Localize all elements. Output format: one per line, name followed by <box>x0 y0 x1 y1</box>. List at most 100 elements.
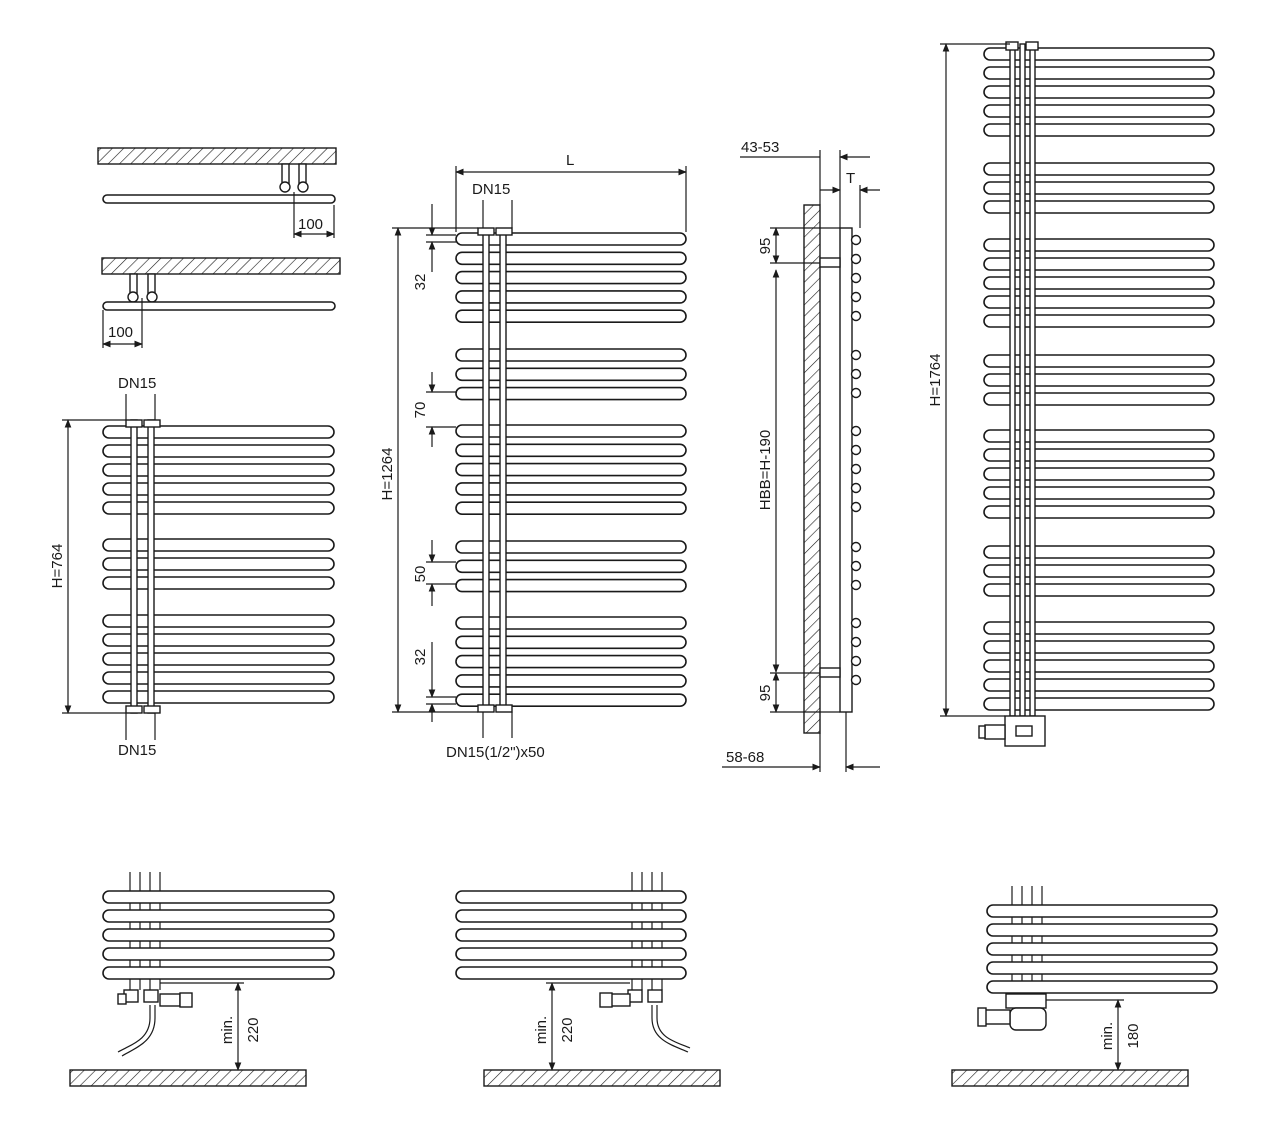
radiator-tube <box>983 47 1215 61</box>
tube-section <box>850 234 862 246</box>
tube-section <box>850 541 862 553</box>
radiator-tube <box>983 257 1215 271</box>
total-depth-label: 58-68 <box>726 749 764 766</box>
radiator-tube <box>455 559 687 574</box>
tube-section <box>850 482 862 494</box>
radiator-tube <box>455 251 687 266</box>
tube-section <box>850 444 862 456</box>
floor-hatch <box>951 1069 1189 1087</box>
radiator-tube <box>102 928 335 942</box>
radiator-tube <box>983 429 1215 443</box>
depth-label: T <box>846 170 855 187</box>
radiator-tube <box>983 486 1215 500</box>
clearance-label: 220 <box>245 1017 262 1042</box>
radiator-tube <box>983 467 1215 481</box>
radiator-tube <box>986 923 1218 937</box>
tube-section <box>850 579 862 591</box>
wall-hatch <box>803 204 821 734</box>
radiator-tube <box>102 482 335 496</box>
radiator-tube <box>983 373 1215 387</box>
radiator-tube <box>455 424 687 438</box>
radiator-tube <box>986 904 1218 918</box>
tube-section <box>850 387 862 399</box>
radiator-tube <box>102 633 335 647</box>
radiator-tube <box>983 621 1215 635</box>
tube-section <box>850 272 862 284</box>
radiator-tube <box>102 909 335 923</box>
offset-label: 100 <box>298 216 323 233</box>
radiator-tube <box>983 314 1215 328</box>
radiator-tube <box>455 928 687 942</box>
radiator-tube <box>102 444 335 458</box>
floor-hatch <box>69 1069 307 1087</box>
radiator-tube <box>455 578 687 593</box>
tube-section <box>850 463 862 475</box>
radiator-tube <box>983 697 1215 711</box>
tube-section <box>850 636 862 648</box>
radiator-tube <box>102 947 335 961</box>
radiator-tube <box>986 980 1218 994</box>
radiator-tube <box>983 276 1215 290</box>
tube-section <box>850 291 862 303</box>
radiator-tube <box>983 448 1215 462</box>
radiator-tube <box>983 545 1215 559</box>
tube-section <box>850 425 862 437</box>
install-middle: min. 220 <box>455 872 721 1087</box>
radiator-tube <box>102 652 335 666</box>
radiator-tube <box>983 238 1215 252</box>
wall-hatch <box>101 257 341 275</box>
radiator-tube <box>102 671 335 685</box>
clearance-label: 220 <box>559 1017 576 1042</box>
inlet-top-label: DN15 <box>118 375 156 392</box>
radiator-tube <box>455 947 687 961</box>
offset-label: 100 <box>108 324 133 341</box>
radiator-tube <box>983 583 1215 597</box>
tube-section <box>850 349 862 361</box>
top-offset-label: 95 <box>757 238 774 255</box>
height-label: H=1264 <box>379 448 396 501</box>
radiator-tube <box>102 501 335 515</box>
radiator-tube <box>455 348 687 362</box>
install-right: min. 180 <box>951 886 1218 1087</box>
radiator-tube <box>983 354 1215 368</box>
radiator-tube <box>983 123 1215 137</box>
radiator-tube <box>455 966 687 980</box>
radiator-tube <box>455 367 687 382</box>
floor-hatch <box>483 1069 721 1087</box>
connection-label: DN15(1/2")x50 <box>446 744 545 761</box>
radiator-tube <box>455 501 687 516</box>
width-label: L <box>566 152 574 169</box>
tube-section <box>850 368 862 380</box>
radiator-tube <box>983 505 1215 519</box>
min-label: min. <box>1099 1022 1116 1050</box>
wall-gap-label: 43-53 <box>741 139 779 156</box>
radiator-tube <box>983 162 1215 176</box>
plan-view-side-connection: 100 <box>97 147 337 238</box>
radiator-tube <box>455 443 687 458</box>
radiator-tube <box>455 616 687 630</box>
radiator-tube <box>102 966 335 980</box>
radiator-tube <box>455 909 687 923</box>
radiator-tube <box>986 961 1218 975</box>
radiator-tube <box>455 654 687 669</box>
radiator-tube <box>983 392 1215 406</box>
min-label: min. <box>533 1016 550 1044</box>
radiator-tube <box>102 890 335 904</box>
gap-label: 50 <box>412 566 429 583</box>
radiator-h1764: H=1764 <box>927 41 1215 747</box>
radiator-tube <box>102 557 335 571</box>
gap-label: 32 <box>412 649 429 666</box>
inlet-bottom-label: DN15 <box>118 742 156 759</box>
height-label: H=1764 <box>927 354 944 407</box>
radiator-tube <box>983 564 1215 578</box>
radiator-tube <box>455 482 687 496</box>
radiator-h1264: L DN15 H=1264 32 70 50 32 DN15(1 <box>379 152 687 761</box>
radiator-tube <box>455 693 687 708</box>
radiator-tube <box>455 890 687 904</box>
side-view: 43-53 T 95 HBB=H-190 95 58-68 <box>722 139 880 772</box>
radiator-tube <box>983 85 1215 99</box>
radiator-tube <box>455 462 687 477</box>
clearance-label: 180 <box>1125 1023 1142 1048</box>
inlet-label: DN15 <box>472 181 510 198</box>
